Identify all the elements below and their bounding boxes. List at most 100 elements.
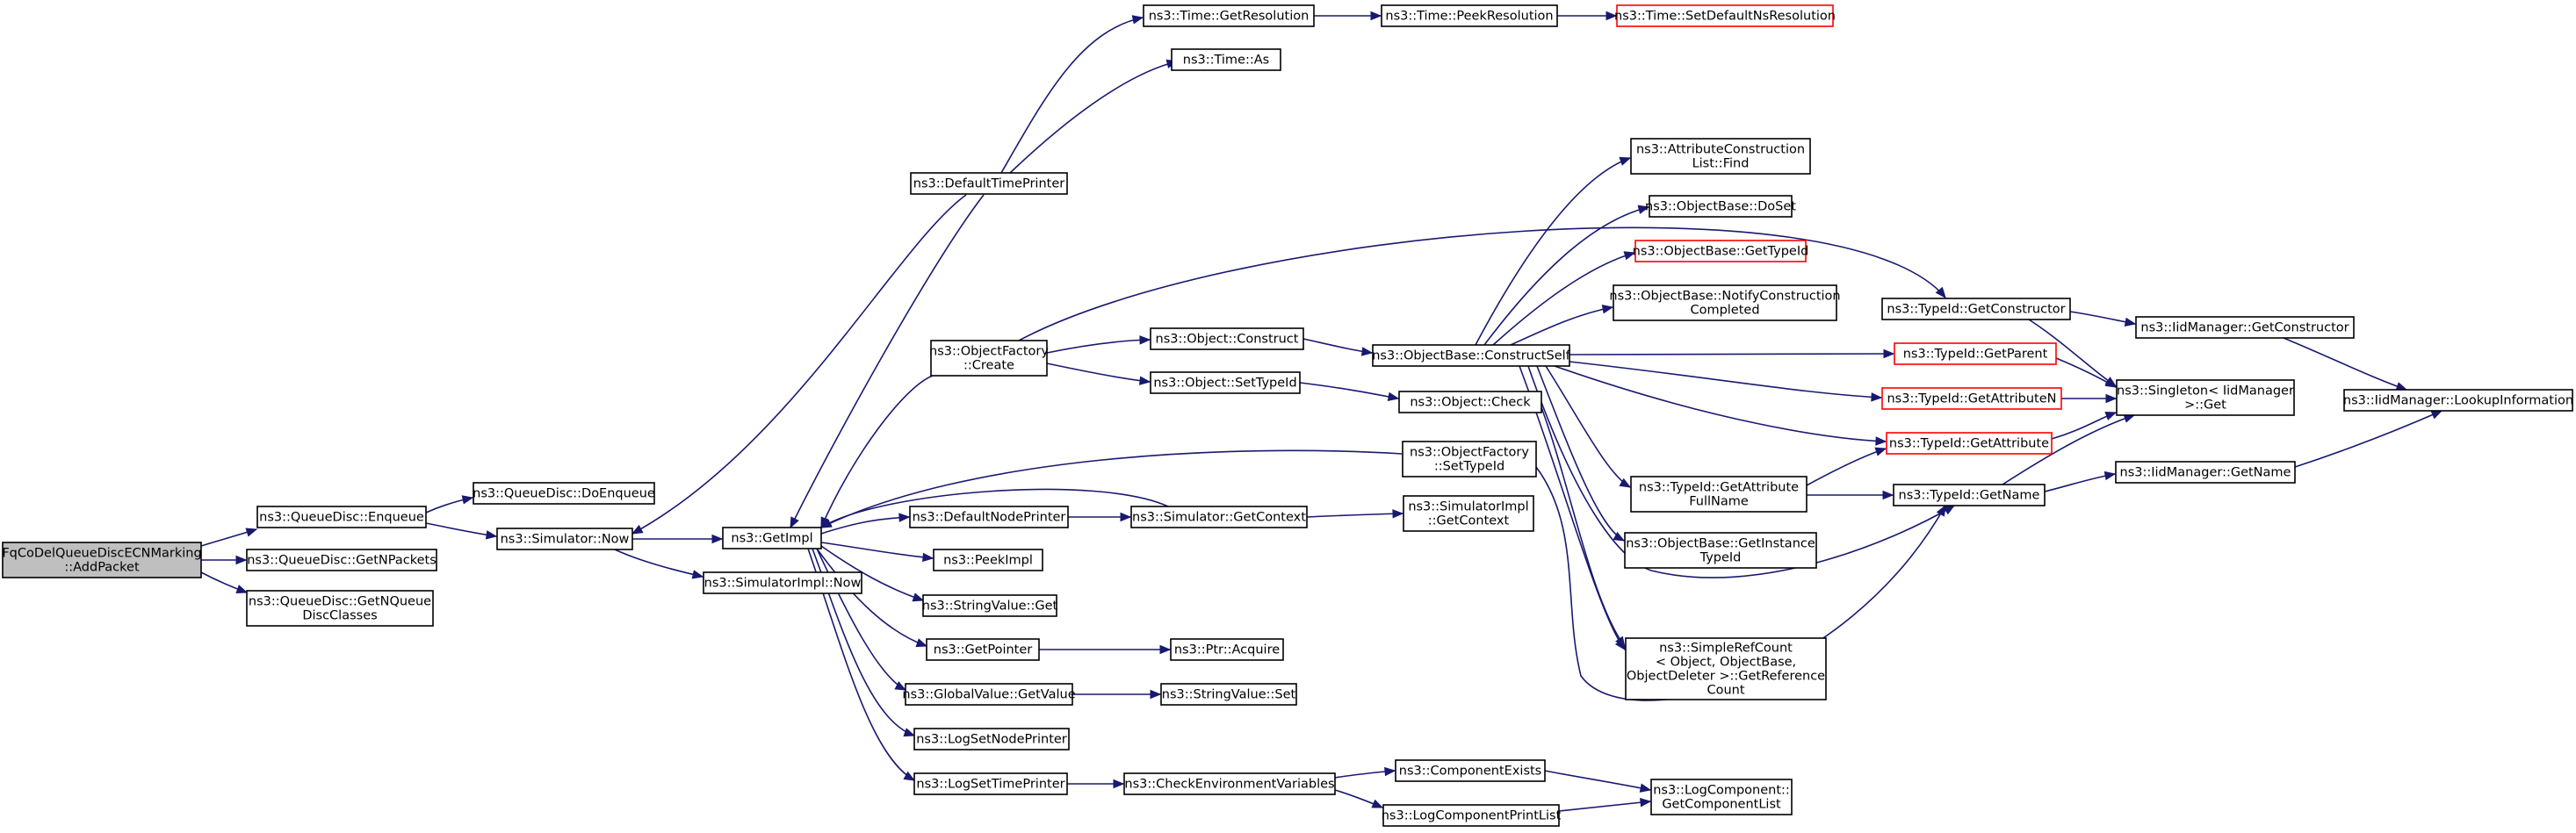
function-node-box bbox=[2135, 316, 2355, 339]
function-node-componentexists[interactable]: ns3::ComponentExists bbox=[1395, 759, 1546, 782]
function-node-box bbox=[1616, 4, 1834, 27]
function-node-defaulttimeprinter[interactable]: ns3::DefaultTimePrinter bbox=[910, 172, 1068, 195]
call-edge-line bbox=[1569, 353, 1894, 355]
call-edge-arrowhead bbox=[922, 552, 934, 563]
function-node-peekresolution[interactable]: ns3::Time::PeekResolution bbox=[1381, 4, 1558, 27]
call-edge-iidgetconstructor-to-iidlookup bbox=[2283, 337, 2408, 391]
function-node-simimplnow[interactable]: ns3::SimulatorImpl::Now bbox=[703, 571, 862, 594]
call-edge-simnow-to-defaulttimeprinter bbox=[631, 194, 967, 535]
call-edge-logsettimeprinter-to-checkenv bbox=[1067, 779, 1125, 789]
function-node-iidgetname[interactable]: ns3::IidManager::GetName bbox=[2115, 461, 2296, 484]
function-node-label: ns3::Singleton< IidManager bbox=[2117, 384, 2294, 399]
function-node-getresolution[interactable]: ns3::Time::GetResolution bbox=[1143, 4, 1315, 27]
function-node-getcomponentlist[interactable]: ns3::LogComponent::GetComponentList bbox=[1650, 779, 1793, 815]
function-node-objcheck[interactable]: ns3::Object::Check bbox=[1398, 391, 1542, 413]
function-node-box bbox=[1398, 391, 1542, 413]
function-node-box bbox=[246, 549, 437, 571]
call-edge-arrowhead bbox=[1615, 636, 1626, 649]
call-edge-line bbox=[1535, 466, 1946, 701]
function-node-ofsettypeid[interactable]: ns3::ObjectFactory::SetTypeId bbox=[1402, 441, 1537, 478]
call-edge-line bbox=[1527, 365, 1955, 578]
function-node-box bbox=[1130, 506, 1308, 528]
call-edge-line bbox=[1475, 157, 1631, 346]
function-node-label: ::Create bbox=[963, 359, 1014, 373]
function-node-stringvalueset[interactable]: ns3::StringValue::Set bbox=[1160, 683, 1297, 706]
call-edge-arrowhead bbox=[461, 495, 474, 505]
function-node-typeidgetparent[interactable]: ns3::TypeId::GetParent bbox=[1894, 342, 2057, 365]
function-node-label: ns3::GetPointer bbox=[934, 643, 1033, 657]
call-edge-arrowhead bbox=[1875, 436, 1887, 446]
function-node-notifyconstruction[interactable]: ns3::ObjectBase::NotifyConstructionCompl… bbox=[1609, 284, 1841, 321]
call-edge-defaulttimeprinter-to-getresolution bbox=[1000, 15, 1144, 174]
function-node-typeidgetname[interactable]: ns3::TypeId::GetName bbox=[1893, 484, 2046, 506]
call-edge-line bbox=[1545, 365, 1631, 488]
function-node-peekimpl[interactable]: ns3::PeekImpl bbox=[933, 549, 1043, 571]
function-node-stringvalueget[interactable]: ns3::StringValue::Get bbox=[922, 594, 1058, 617]
call-edge-getimpl-to-globalvalueget bbox=[816, 548, 907, 691]
function-node-timeas[interactable]: ns3::Time::As bbox=[1171, 48, 1281, 71]
function-node-logcompprintlist[interactable]: ns3::LogComponentPrintList bbox=[1382, 804, 1562, 827]
call-edge-line bbox=[2294, 410, 2443, 468]
function-node-enqueue[interactable]: ns3::QueueDisc::Enqueue bbox=[256, 506, 427, 528]
function-node-label: TypeId bbox=[1699, 551, 1742, 565]
function-node-label: ns3::TypeId::GetAttribute bbox=[1639, 481, 1799, 495]
function-node-typeidgetattributen[interactable]: ns3::TypeId::GetAttributeN bbox=[1881, 387, 2062, 410]
function-node-simnow[interactable]: ns3::Simulator::Now bbox=[496, 528, 633, 550]
function-node-label: ns3::ObjectBase::GetInstance bbox=[1626, 537, 1815, 551]
function-node-checkenv[interactable]: ns3::CheckEnvironmentVariables bbox=[1123, 772, 1336, 795]
function-node-box bbox=[910, 172, 1068, 195]
function-node-typeidgetattribute[interactable]: ns3::TypeId::GetAttribute bbox=[1886, 432, 2053, 455]
function-node-ofcreate[interactable]: ns3::ObjectFactory::Create bbox=[929, 340, 1049, 377]
function-node-simgetcontext[interactable]: ns3::Simulator::GetContext bbox=[1130, 506, 1308, 528]
function-node-ptracquire[interactable]: ns3::Ptr::Acquire bbox=[1170, 638, 1284, 661]
call-edge-arrowhead bbox=[819, 518, 833, 528]
function-node-globalvalueget[interactable]: ns3::GlobalValue::GetValue bbox=[902, 683, 1076, 706]
function-node-objsettypeid[interactable]: ns3::Object::SetTypeId bbox=[1150, 371, 1301, 394]
function-node-label: ns3::QueueDisc::DoEnqueue bbox=[473, 487, 655, 501]
call-edge-arrowhead bbox=[1874, 447, 1887, 456]
function-node-singletonget[interactable]: ns3::Singleton< IidManager>::Get bbox=[2116, 379, 2295, 416]
function-node-label: ns3::DefaultTimePrinter bbox=[913, 177, 1064, 191]
function-node-constructself[interactable]: ns3::ObjectBase::ConstructSelf bbox=[1372, 344, 1571, 367]
function-node-objbasegettypeid[interactable]: ns3::ObjectBase::GetTypeId bbox=[1633, 240, 1809, 262]
function-node-box bbox=[933, 549, 1043, 571]
call-edge-getpointer-to-ptracquire bbox=[1039, 644, 1172, 655]
call-edge-getimpl-to-defaultnodeprinter bbox=[820, 513, 911, 535]
function-node-simimplgetcontext[interactable]: ns3::SimulatorImpl::GetContext bbox=[1403, 495, 1534, 532]
call-edge-objsettypeid-to-objcheck bbox=[1299, 382, 1400, 402]
function-node-getnpackets[interactable]: ns3::QueueDisc::GetNPackets bbox=[246, 549, 437, 571]
function-node-label: ns3::StringValue::Get bbox=[922, 600, 1058, 614]
function-node-logsettimeprinter[interactable]: ns3::LogSetTimePrinter bbox=[913, 772, 1068, 795]
function-node-iidlookup[interactable]: ns3::IidManager::LookupInformation bbox=[2343, 389, 2573, 412]
function-node-logsetnodeprinter[interactable]: ns3::LogSetNodePrinter bbox=[913, 728, 1070, 750]
call-edge-arrowhead bbox=[1605, 11, 1618, 21]
function-node-setdefaultns[interactable]: ns3::Time::SetDefaultNsResolution bbox=[1614, 4, 1836, 27]
function-node-box bbox=[496, 528, 633, 550]
call-edge-arrowhead bbox=[245, 528, 258, 537]
function-node-iidgetconstructor[interactable]: ns3::IidManager::GetConstructor bbox=[2135, 316, 2355, 339]
function-node-label: ns3::Ptr::Acquire bbox=[1174, 643, 1280, 657]
function-node-label: FqCoDelQueueDiscECNMarking bbox=[2, 547, 201, 561]
call-edge-arrowhead bbox=[1882, 490, 1894, 500]
call-edge-ofcreate-to-objsettypeid bbox=[1046, 363, 1151, 385]
function-node-typeidgetconstructor[interactable]: ns3::TypeId::GetConstructor bbox=[1881, 298, 2071, 320]
function-node-getpointer[interactable]: ns3::GetPointer bbox=[926, 638, 1040, 661]
call-edge-line bbox=[1806, 448, 1887, 486]
function-node-getimpl[interactable]: ns3::GetImpl bbox=[722, 527, 822, 549]
function-node-defaultnodeprinter[interactable]: ns3::DefaultNodePrinter bbox=[909, 506, 1069, 528]
call-edge-ofcreate-to-objconstruct bbox=[1046, 335, 1151, 354]
function-node-objbasedoset[interactable]: ns3::ObjectBase::DoSet bbox=[1645, 195, 1796, 218]
function-node-doenqueue[interactable]: ns3::QueueDisc::DoEnqueue bbox=[473, 482, 655, 505]
function-node-simplerefcount[interactable]: ns3::SimpleRefCount< Object, ObjectBase,… bbox=[1625, 637, 1827, 700]
function-node-box bbox=[1894, 342, 2057, 365]
call-edge-line bbox=[1544, 770, 1651, 791]
call-graph-nodes: FqCoDelQueueDiscECNMarking::AddPacketns3… bbox=[2, 4, 2573, 827]
function-node-objconstruct[interactable]: ns3::Object::Construct bbox=[1150, 327, 1304, 350]
call-edge-enqueue-to-doenqueue bbox=[425, 495, 474, 513]
call-edge-arrowhead bbox=[1637, 205, 1650, 214]
